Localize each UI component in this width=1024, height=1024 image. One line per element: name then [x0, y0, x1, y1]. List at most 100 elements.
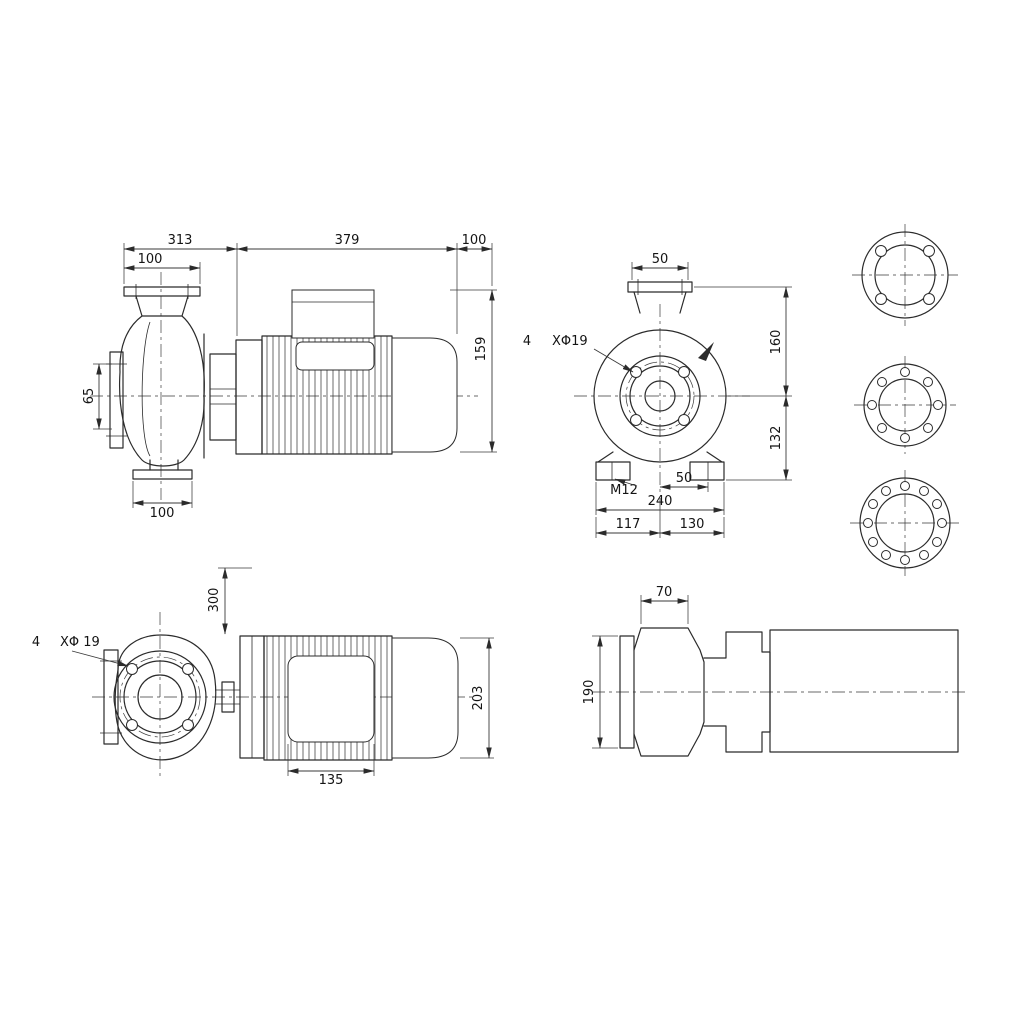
thread-callout: M12 [610, 478, 638, 498]
motor [261, 289, 458, 455]
bolt-hole [919, 486, 929, 496]
dim-motor-width: 203 [460, 637, 494, 759]
front-feet [595, 451, 725, 481]
dim-rear-overhang-label: 100 [462, 233, 487, 248]
rotation-arrow-icon [698, 342, 714, 361]
dim-suction-port-label: 65 [82, 388, 97, 405]
bolt-hole [678, 414, 690, 426]
bolt-hole [923, 293, 935, 305]
end-motor-block [769, 629, 959, 753]
dim-height-above-center: 160 [694, 286, 792, 397]
bolt-hole [875, 293, 887, 305]
motor-nameplate [295, 341, 375, 371]
plan-volute [113, 634, 217, 761]
bolt-hole [900, 367, 910, 377]
terminal-box [291, 289, 375, 339]
plan-bolt-qty-label: 4 [32, 635, 40, 650]
dim-50-foot-label: 50 [676, 471, 693, 486]
bolt-hole [937, 518, 947, 528]
plan-terminal-box [287, 655, 375, 743]
bolt-hole [923, 423, 933, 433]
bolt-hole [126, 719, 138, 731]
bolt-hole [877, 377, 887, 387]
discharge-flange [123, 284, 201, 317]
bolt-hole [863, 518, 873, 528]
bolt-hole [932, 499, 942, 509]
bolt-hole [900, 555, 910, 565]
dim-port-width: 50 [631, 252, 689, 280]
bolt-hole [900, 481, 910, 491]
bolt-hole [923, 245, 935, 257]
front-discharge-flange [627, 279, 693, 314]
plan-bolt-spec-label: XΦ 19 [60, 635, 100, 650]
flange-view-12-hole [850, 470, 960, 576]
dim-pump-length: 313 [123, 233, 238, 336]
pump-foot [132, 459, 193, 480]
front-view-dimensions: 50 4 XΦ19 160 132 M12 50 [523, 252, 792, 538]
suction-flange [106, 351, 127, 449]
end-view-dimensions: 70 190 [582, 585, 689, 749]
bolt-hole [630, 414, 642, 426]
dim-base-split: 117 130 [595, 498, 725, 538]
flange-view-8-hole [854, 356, 956, 454]
bolt-hole [923, 377, 933, 387]
bolt-hole [868, 499, 878, 509]
side-view [90, 272, 478, 500]
dim-flange-width-label: 100 [138, 252, 163, 267]
plan-view-dimensions: 300 4 XΦ 19 203 135 [32, 567, 494, 788]
dim-pump-length-label: 313 [168, 233, 193, 248]
bolt-hole [867, 400, 877, 410]
dim-135-label: 135 [319, 773, 344, 788]
bolt-hole [881, 550, 891, 560]
plan-bolt-callout: 4 XΦ 19 [32, 635, 129, 667]
dim-motor-length-label: 379 [335, 233, 360, 248]
dim-flange-height: 190 [582, 635, 618, 749]
dim-190-label: 190 [582, 680, 597, 705]
bolt-hole [881, 486, 891, 496]
dim-70-label: 70 [656, 585, 673, 600]
dim-top-width: 70 [640, 585, 689, 624]
side-view-dimensions: 313 379 100 100 65 159 [82, 233, 497, 521]
dim-motor-height-label: 159 [474, 337, 489, 362]
dim-height-below-center: 132 [726, 395, 792, 481]
dim-foot-length: 100 [132, 481, 193, 521]
flange-view-4-hole [852, 224, 958, 326]
end-volute [633, 627, 705, 757]
volute-casing [119, 315, 205, 467]
fan-cover [391, 337, 458, 453]
end-view [592, 627, 968, 757]
plan-fan-cover [391, 637, 459, 759]
bearing-bracket [209, 339, 263, 455]
dim-300-label: 300 [207, 588, 222, 613]
front-view [574, 279, 750, 494]
dim-foot-bolt-offset: 50 [659, 471, 709, 492]
bolt-hole [900, 433, 910, 443]
dim-160-label: 160 [769, 330, 784, 355]
dim-discharge-flange-width: 100 [123, 252, 201, 284]
dim-rear-overhang: 100 [456, 233, 493, 286]
plan-view [92, 612, 472, 780]
dim-port-width-label: 50 [652, 252, 669, 267]
dim-motor-length: 379 [236, 233, 458, 334]
bolt-hole [182, 719, 194, 731]
thread-label: M12 [610, 483, 638, 498]
bolt-holes-callout: 4 XΦ19 [523, 334, 634, 373]
bolt-hole [868, 537, 878, 547]
bolt-hole [933, 400, 943, 410]
dim-203-label: 203 [471, 686, 486, 711]
dim-discharge-height: 300 [207, 567, 252, 635]
dim-terminal-box-width: 135 [287, 744, 375, 788]
dim-130-label: 130 [680, 517, 705, 532]
flange-drilling-views [850, 224, 960, 576]
dim-suction-port: 65 [82, 363, 112, 430]
dim-foot-length-label: 100 [150, 506, 175, 521]
bolt-qty-label: 4 [523, 334, 531, 349]
front-volute [593, 329, 727, 463]
bolt-hole [877, 423, 887, 433]
bolt-hole [182, 663, 194, 675]
dim-117-label: 117 [616, 517, 641, 532]
plan-motor [263, 635, 459, 761]
bolt-hole [875, 245, 887, 257]
